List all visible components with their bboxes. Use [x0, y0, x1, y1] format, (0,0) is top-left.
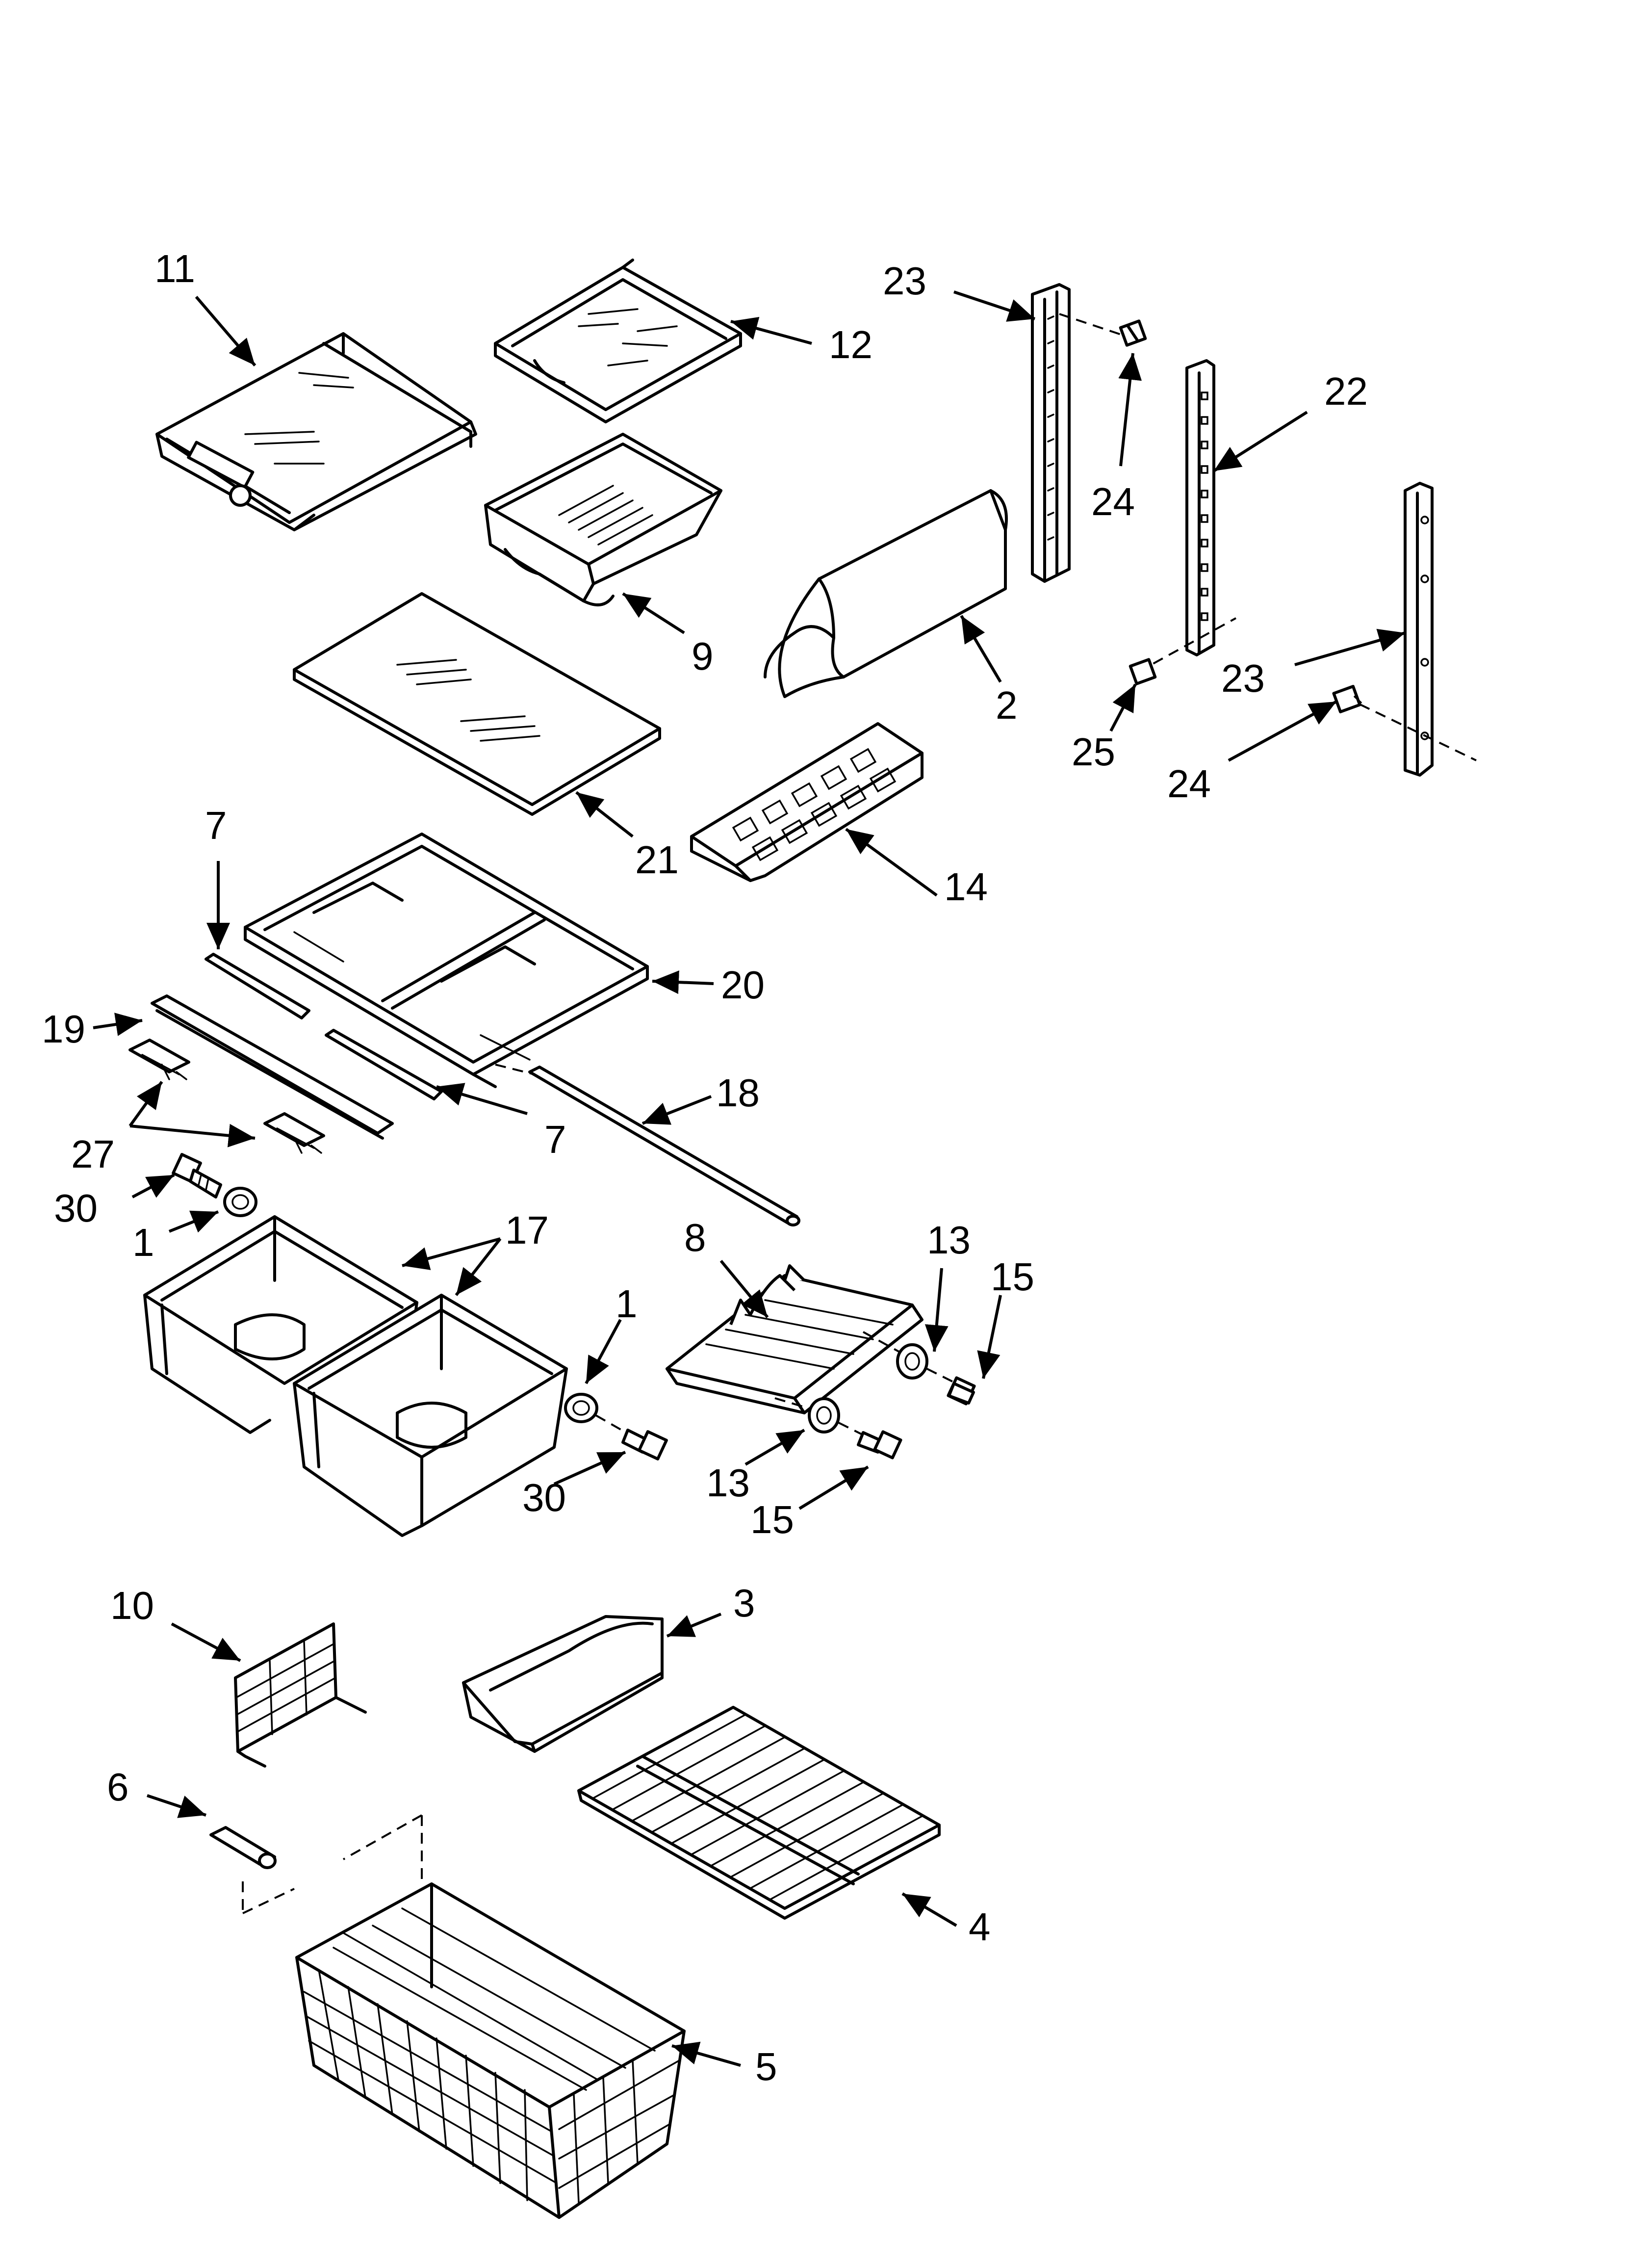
callout-20: 20 [721, 963, 765, 1007]
part-21-glass-panel [293, 592, 661, 816]
callout-4: 4 [969, 1905, 991, 1949]
part-17-crisper-drawer-left [143, 1215, 418, 1434]
part-18-rod [495, 1064, 800, 1226]
callout-13-upper: 13 [927, 1218, 971, 1262]
part-15-screw-lower [838, 1422, 902, 1460]
callout-1-right: 1 [616, 1282, 638, 1326]
part-7-trim-lower [325, 1029, 443, 1100]
rail-slots [1047, 315, 1054, 541]
callout-labels: 11 12 23 22 24 9 2 23 25 24 21 14 7 20 1… [42, 247, 1368, 2088]
callout-1-left: 1 [132, 1221, 154, 1264]
callout-11: 11 [154, 247, 195, 290]
callout-14: 14 [944, 865, 988, 909]
callout-13-lower: 13 [706, 1461, 750, 1505]
part-2-deflector [764, 489, 1008, 698]
part-25-screw [1129, 617, 1236, 685]
part-13-roller-right [863, 1331, 928, 1380]
callout-22: 22 [1324, 369, 1368, 413]
part-8-glide-bracket [666, 1264, 924, 1414]
part-23-left-rail [1031, 283, 1071, 583]
part-1-roller-right [564, 1393, 598, 1423]
part-5-wire-basket [295, 1814, 686, 2219]
callout-30-left: 30 [54, 1186, 98, 1230]
callout-3: 3 [733, 1581, 755, 1625]
callout-6: 6 [107, 1765, 129, 1809]
callout-23-upper: 23 [883, 259, 926, 303]
part-7-trim-upper [205, 953, 310, 1019]
part-12-glass-shelf [494, 259, 742, 423]
part-14-ice-tray [690, 722, 924, 882]
part-19-front-trim [151, 994, 394, 1140]
part-4-wire-shelf [577, 1706, 941, 1920]
part-24-screw-upper [1059, 313, 1147, 347]
part-23-right-rail [1404, 482, 1434, 777]
callout-18: 18 [716, 1071, 760, 1115]
part-10-divider [234, 1622, 367, 1768]
part-22-center-rail [1185, 359, 1215, 656]
part-30-screw-right [595, 1414, 668, 1460]
part-3-freezer-bin [462, 1615, 664, 1753]
part-27-clip-lower [263, 1112, 325, 1154]
callout-24-upper: 24 [1091, 480, 1135, 523]
leader-lines [93, 290, 1406, 2067]
callout-19: 19 [42, 1007, 85, 1051]
callout-27: 27 [71, 1132, 115, 1176]
part-15-screw-right [926, 1368, 976, 1406]
callout-2: 2 [996, 683, 1018, 727]
part-1-roller-left [223, 1187, 257, 1217]
part-11-slide-out-shelf [155, 332, 477, 531]
callout-24-lower: 24 [1167, 762, 1211, 806]
callout-7-lower: 7 [544, 1118, 566, 1161]
part-27-clip-upper [128, 1039, 190, 1080]
callout-15-upper: 15 [991, 1255, 1034, 1299]
callout-21: 21 [635, 838, 679, 882]
callout-12: 12 [829, 323, 872, 366]
callout-7-upper: 7 [205, 804, 227, 847]
callout-17: 17 [505, 1208, 549, 1252]
callout-23-lower: 23 [1221, 656, 1265, 700]
part-17-crisper-drawer-right [293, 1294, 568, 1537]
part-20-crisper-cover-frame [244, 833, 649, 1088]
part-30-screw-left [172, 1153, 222, 1199]
callout-25: 25 [1072, 730, 1115, 774]
callout-8: 8 [684, 1216, 706, 1259]
part-13-roller-lower [774, 1397, 840, 1434]
callout-30-right: 30 [522, 1476, 566, 1519]
part-6-roller [209, 1826, 295, 1914]
callout-15-lower: 15 [750, 1498, 794, 1541]
part-9-snack-drawer [484, 433, 722, 606]
callout-10: 10 [110, 1584, 154, 1627]
callout-9: 9 [692, 634, 714, 678]
part-24-screw-lower [1332, 685, 1477, 761]
callout-5: 5 [755, 2045, 777, 2088]
